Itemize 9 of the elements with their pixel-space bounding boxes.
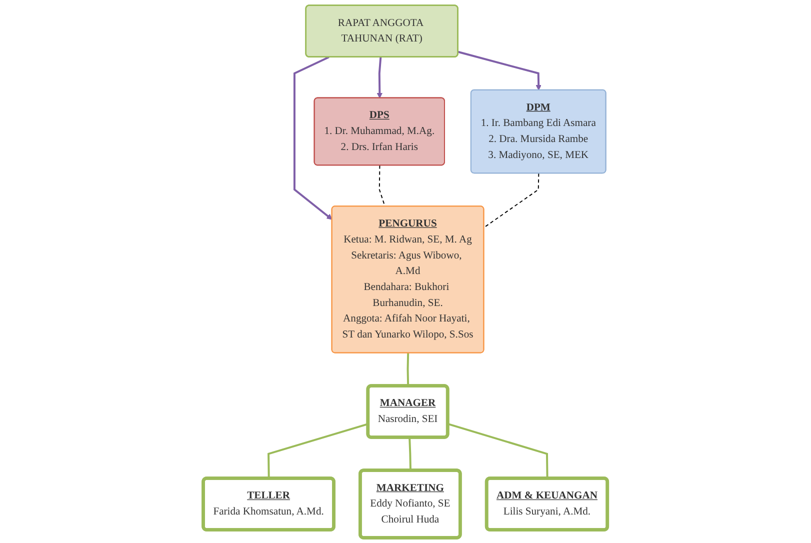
connector [484,172,540,228]
arrow [458,50,542,90]
connector [406,353,410,386]
connector [408,438,412,471]
connector [379,164,386,207]
arrow [376,57,383,98]
connector [448,423,548,479]
connector [268,423,369,479]
arrow [294,56,333,220]
